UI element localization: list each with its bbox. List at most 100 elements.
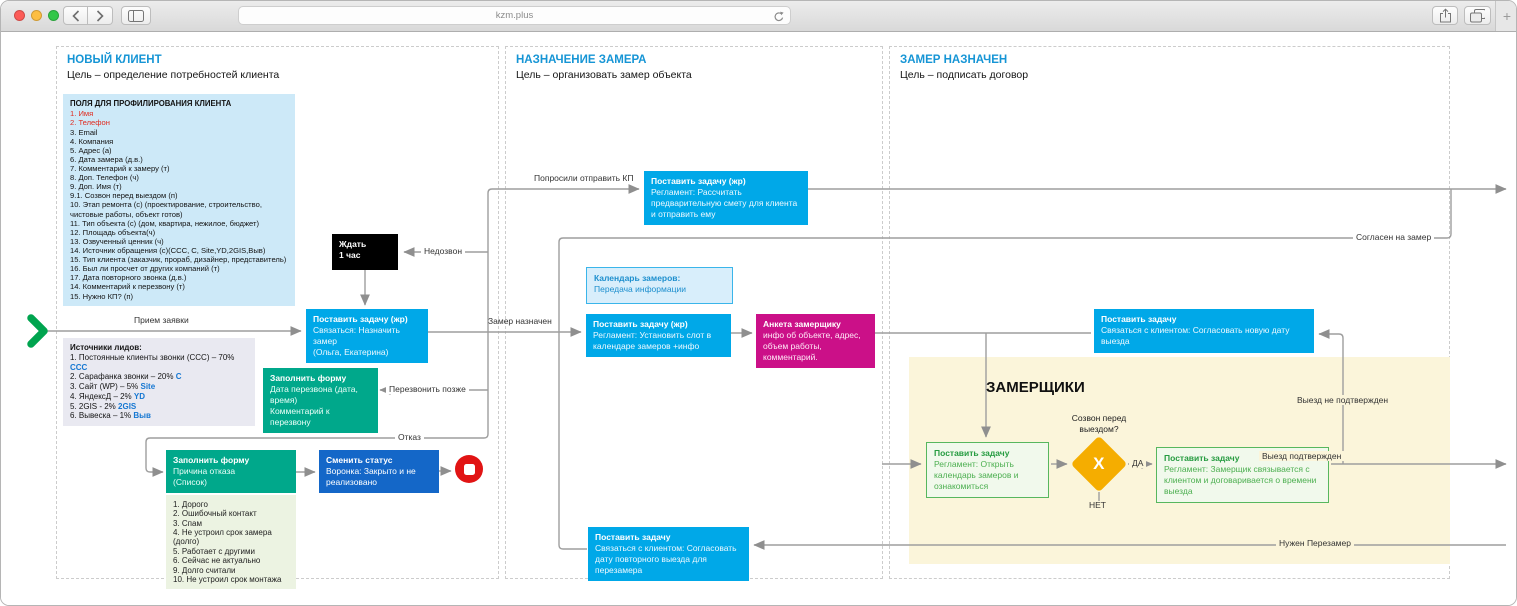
source-text: 5. 2GIS - 2%	[70, 401, 116, 411]
node-title: Поставить задачу	[1164, 453, 1240, 463]
node-title: Заполнить форму	[173, 455, 250, 465]
node-change-status: Сменить статус Воронка: Закрыто и не реа…	[319, 450, 439, 494]
edge-label-send-kp: Попросили отправить КП	[534, 173, 634, 183]
reason-item: 5. Работает с другими	[173, 546, 255, 556]
node-title: Поставить задачу	[1101, 314, 1177, 324]
stage-subtitle: Цель – организовать замер объекта	[516, 69, 692, 81]
source-text: 6. Вывеска – 1%	[70, 411, 132, 421]
field-item: 14. Источник обращения (с)(ССС, С, Site,…	[70, 245, 266, 255]
forward-button[interactable]	[88, 6, 113, 25]
field-item: 10. Этап ремонта (с) (проектирование, ст…	[70, 200, 262, 219]
chevron-left-icon	[71, 9, 79, 22]
node-task-open-calendar: Поставить задачу Регламент: Открыть кале…	[926, 442, 1049, 499]
tabs-icon	[1470, 8, 1485, 22]
edge-label-refusal: Отказ	[395, 432, 424, 442]
client-profiling-fields-box: ПОЛЯ ДЛЯ ПРОФИЛИРОВАНИЯ КЛИЕНТА 1. Имя 2…	[63, 94, 295, 306]
minimize-window-button[interactable]	[31, 10, 42, 21]
nav-buttons	[63, 6, 113, 25]
source-item: 6. Вывеска – 1% Выв	[70, 411, 248, 421]
node-body: Связаться с клиентом: Согласовать новую …	[1101, 325, 1290, 347]
source-code: YD	[133, 391, 146, 401]
browser-toolbar: kzm.plus +	[1, 1, 1516, 32]
reason-item: 6. Сейчас не актуально	[173, 556, 261, 566]
node-body: Регламент: Открыть календарь замеров и о…	[934, 459, 1019, 492]
node-body: 1 час	[339, 250, 361, 261]
fields-box-title: ПОЛЯ ДЛЯ ПРОФИЛИРОВАНИЯ КЛИЕНТА	[70, 99, 232, 108]
node-title: Поставить задачу	[595, 532, 671, 542]
chevron-right-icon	[96, 9, 104, 22]
node-wait-1h: Ждать 1 час	[332, 234, 398, 270]
source-text: 4. ЯндексД – 2%	[70, 391, 132, 401]
node-refusal-form: Заполнить форму Причина отказа (Список)	[166, 450, 296, 494]
share-button[interactable]	[1432, 6, 1458, 25]
edge-label-remeasure: Нужен Перезамер	[1276, 538, 1354, 548]
lead-sources-box: Источники лидов: 1. Постоянные клиенты з…	[63, 338, 255, 426]
field-item: 12. Площадь объекта(ч)	[70, 227, 156, 237]
field-item: 6. Дата замера (д.в.)	[70, 154, 143, 164]
decision-symbol: X	[1093, 454, 1105, 473]
node-measure-calendar: Календарь замеров: Передача информации	[586, 267, 733, 304]
source-code: С	[175, 372, 182, 382]
node-title: Заполнить форму	[270, 373, 347, 383]
node-body: Регламент: Рассчитать предварительную см…	[651, 187, 798, 220]
zoom-window-button[interactable]	[48, 10, 59, 21]
node-body: Регламент: Установить слот в календаре з…	[593, 330, 712, 352]
node-task-send-kp: Поставить задачу (жр) Регламент: Рассчит…	[644, 171, 808, 226]
edge-label-confirmed: Выезд подтвержден	[1259, 451, 1345, 461]
sidebar-toggle-button[interactable]	[121, 6, 151, 25]
node-body: Регламент: Замерщик связывается с клиент…	[1164, 464, 1317, 497]
measurers-zone-label: ЗАМЕРЩИКИ	[986, 379, 1085, 396]
source-code: 2GIS	[118, 401, 137, 411]
back-button[interactable]	[63, 6, 88, 25]
stage-title: ЗАМЕР НАЗНАЧЕН	[900, 54, 1008, 66]
field-item: 16. Был ли просчет от других компаний (т…	[70, 264, 220, 274]
node-task-set-slot: Поставить задачу (жр) Регламент: Установ…	[586, 314, 731, 358]
stop-icon	[455, 455, 483, 483]
reason-item: 4. Не устроил срок замера (долго)	[173, 528, 272, 547]
field-item: 8. Доп. Телефон (ч)	[70, 173, 139, 183]
field-item: 5. Адрес (а)	[70, 145, 112, 155]
field-item: 11. Тип объекта (с) (дом, квартира, нежи…	[70, 218, 260, 228]
field-item: 9. Доп. Имя (т)	[70, 182, 122, 192]
node-title: Анкета замерщику	[763, 319, 841, 329]
node-title: Поставить задачу (жр)	[593, 319, 688, 329]
stage-subtitle: Цель – определение потребностей клиента	[67, 69, 280, 81]
reload-icon[interactable]	[773, 10, 785, 28]
new-tab-button[interactable]: +	[1495, 1, 1516, 31]
node-body: инфо об объекте, адрес, объем работы, ко…	[763, 330, 861, 363]
address-bar[interactable]: kzm.plus	[238, 6, 791, 25]
source-text: 1. Постоянные клиенты звонки (ССС) – 70%	[70, 352, 235, 362]
node-title: Поставить задачу (жр)	[313, 314, 408, 324]
decision-yes-label: ДА	[1129, 458, 1147, 468]
node-body: Передача информации	[594, 284, 686, 295]
node-body: Дата перезвона (дата, время) Комментарий…	[270, 384, 358, 428]
sidebar-icon	[128, 9, 144, 22]
field-item: 1. Имя	[70, 109, 94, 119]
edge-label-not-confirmed: Выезд не подтвержден	[1294, 395, 1392, 405]
start-chevron-icon	[23, 314, 51, 353]
node-body: Воронка: Закрыто и не реализовано	[326, 466, 416, 488]
source-text: 3. Сайт (WP) – 5%	[70, 382, 139, 391]
field-item: 2. Телефон	[70, 118, 110, 128]
field-item: 3. Email	[70, 127, 98, 137]
url-text: kzm.plus	[495, 10, 534, 21]
edge-label-intake: Прием заявки	[134, 315, 189, 325]
edge-label-callback: Перезвонить позже	[386, 384, 469, 394]
source-item: 1. Постоянные клиенты звонки (ССС) – 70%…	[70, 353, 248, 373]
source-item: 5. 2GIS - 2% 2GIS	[70, 402, 248, 412]
source-code: ССС	[70, 362, 88, 372]
tab-overview-button[interactable]	[1464, 6, 1491, 25]
reason-item: 9. Долго считали	[173, 565, 236, 575]
node-task-rebook-visit: Поставить задачу Связаться с клиентом: С…	[588, 527, 749, 582]
node-title: Поставить задачу	[934, 448, 1010, 458]
field-item: 17. Дата повторного звонка (д.в.)	[70, 273, 187, 283]
source-code: Site	[140, 382, 156, 391]
close-window-button[interactable]	[14, 10, 25, 21]
field-item: 14. Комментарий к перезвону (т)	[70, 282, 185, 292]
source-text: 2. Сарафанка звонки – 20%	[70, 372, 174, 382]
refusal-reasons-list: 1. Дорого 2. Ошибочный контакт 3. Спам 4…	[166, 495, 296, 590]
edge-label-scheduled: Замер назначен	[488, 316, 552, 326]
node-body: Связаться с клиентом: Согласовать дату п…	[595, 543, 737, 576]
